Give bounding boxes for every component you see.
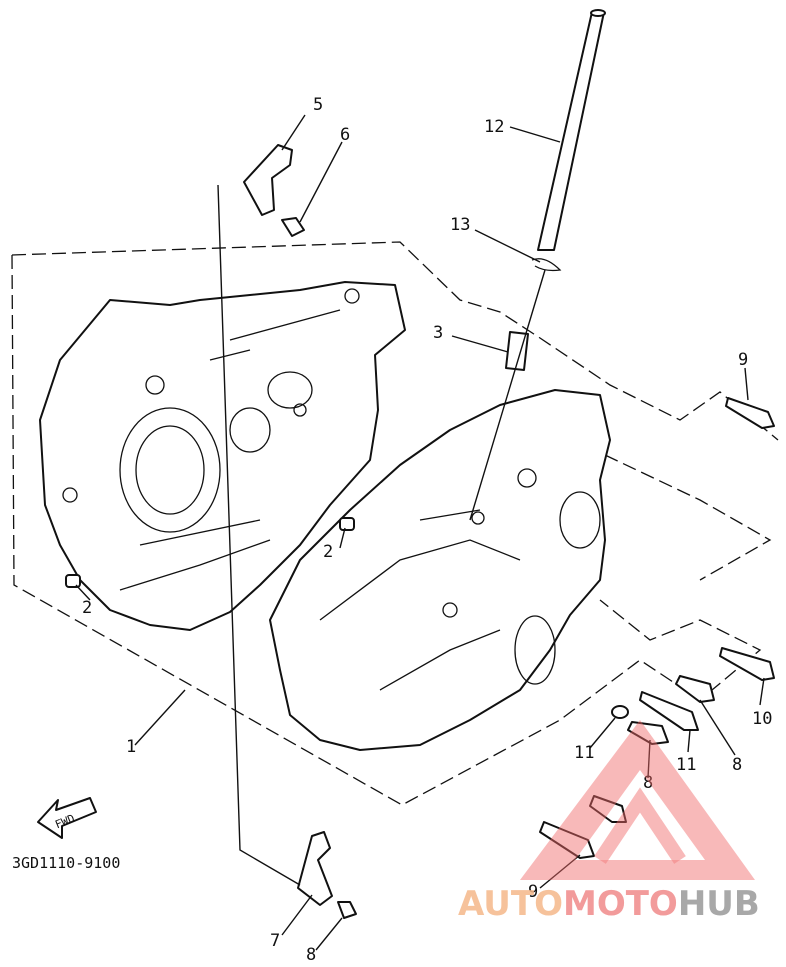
bolts	[539, 397, 775, 859]
callout-9-top: 9	[738, 350, 748, 370]
fitting-guide-line	[469, 269, 546, 521]
callout-6: 7	[270, 931, 280, 951]
plate-upper	[243, 144, 293, 216]
plate-guide-line	[217, 184, 301, 886]
screw-upper	[281, 217, 305, 237]
callout-3: 3	[433, 323, 443, 343]
callout-9-bottom: 9	[528, 882, 538, 902]
watermark-text-hub: HUB	[678, 884, 760, 924]
pipe-fitting	[505, 331, 529, 371]
callout-8-right: 8	[732, 755, 742, 775]
watermark-triangle-logo	[520, 720, 755, 880]
breather-pipe	[537, 9, 606, 251]
dowel-pin-right	[339, 517, 355, 531]
watermark-text-auto: AUTO	[458, 884, 563, 924]
forward-direction-arrow: FWD	[37, 797, 97, 839]
callout-2-left: 2	[82, 598, 92, 618]
svg-text:AUTOMOTOHUB: AUTOMOTOHUB	[458, 884, 760, 924]
callout-4: 5	[313, 95, 323, 115]
callout-13: 13	[450, 215, 470, 235]
callout-1: 1	[126, 737, 136, 757]
automotohub-watermark: AUTOMOTOHUB	[458, 720, 760, 924]
assembly-boundary	[11, 241, 779, 806]
right-crankcase-half	[269, 389, 611, 751]
left-crankcase-half	[39, 281, 406, 631]
callout-12: 12	[484, 117, 504, 137]
callout-10-mid: 11	[676, 755, 696, 775]
leader-lines	[75, 114, 765, 951]
diagram-code: 3GD1110-9100	[12, 854, 120, 872]
screw-lower	[337, 901, 357, 919]
plate-lower	[297, 831, 333, 906]
callout-2-right: 2	[323, 542, 333, 562]
callout-11: 11	[574, 743, 594, 763]
dowel-pin-left	[65, 574, 81, 588]
watermark-text-moto: MOTO	[563, 884, 678, 924]
callout-numbers: 5 6 12 13 3 9 2 2 1 10 11 11 8 8 9 7 8	[82, 95, 772, 965]
callout-5: 6	[340, 125, 350, 145]
callout-8-mid: 8	[643, 773, 653, 793]
callout-7: 8	[306, 945, 316, 965]
pipe-clip	[531, 258, 562, 272]
callout-10-right: 10	[752, 709, 772, 729]
